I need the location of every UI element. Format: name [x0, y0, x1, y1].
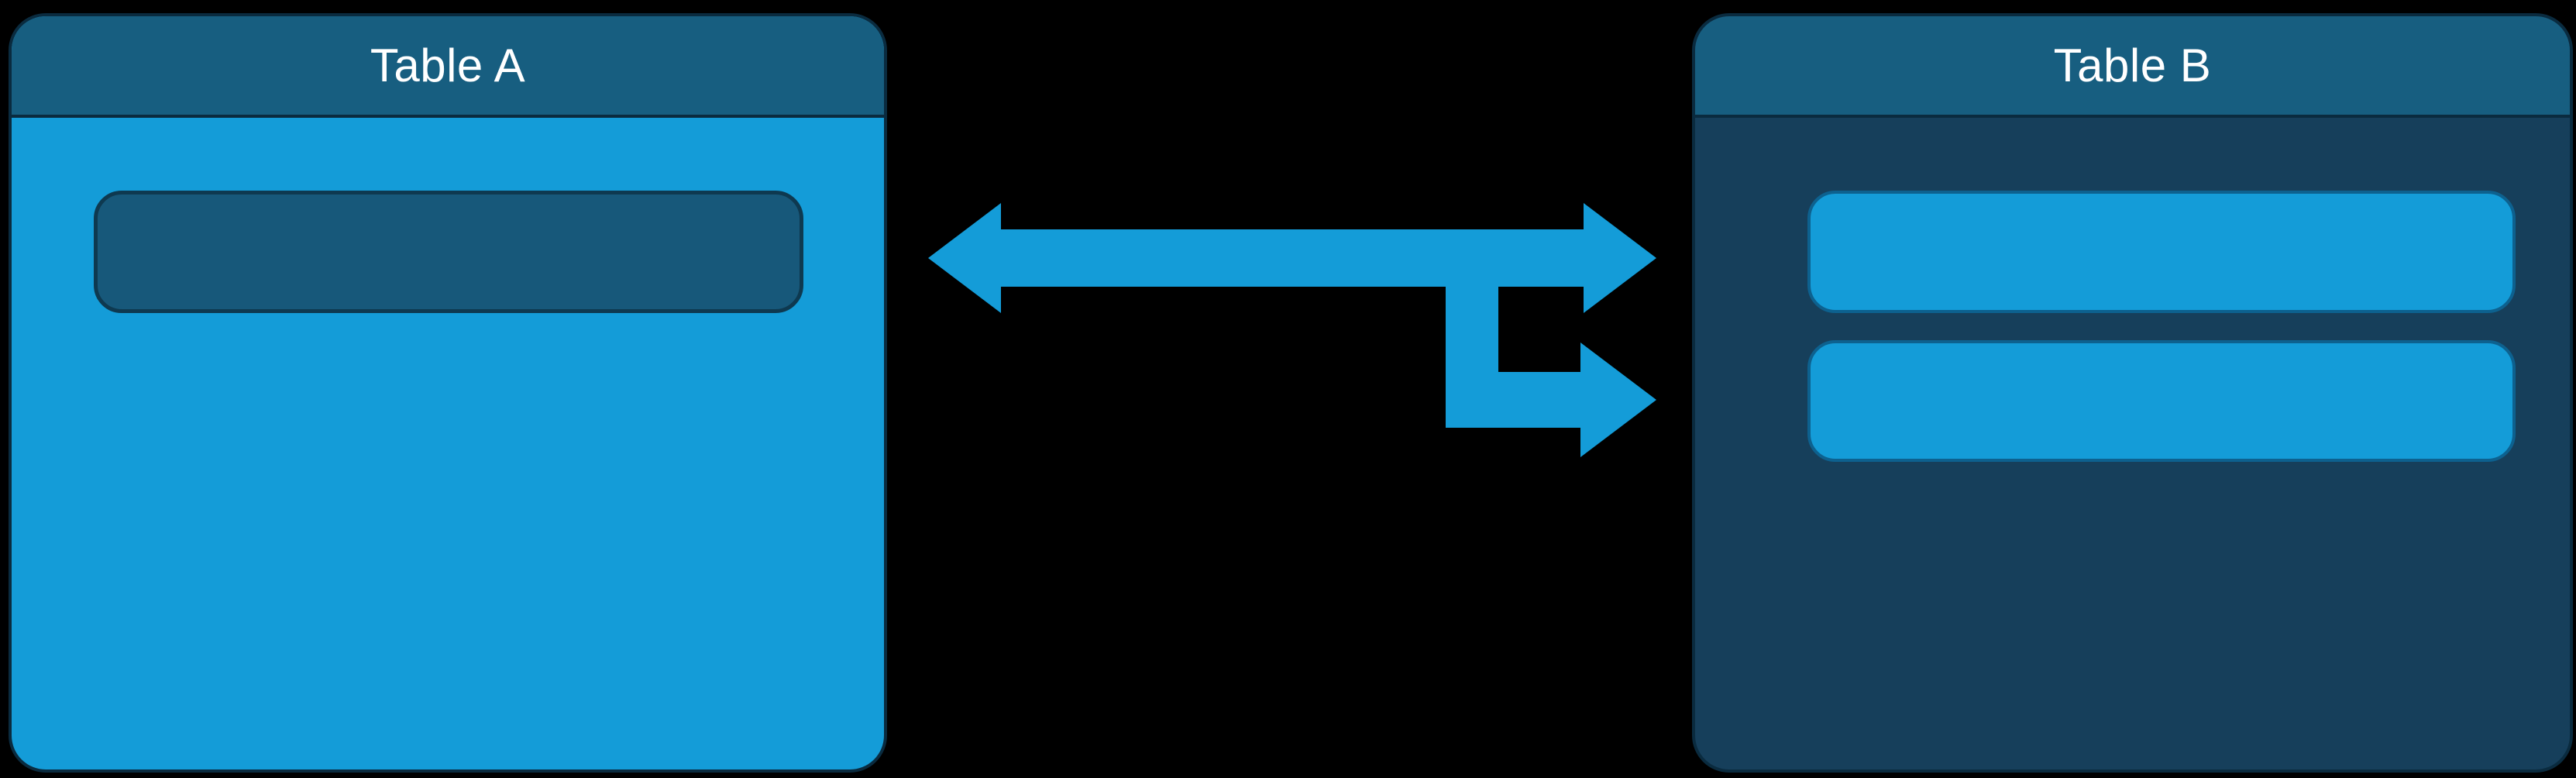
elbow-arrow-icon	[1446, 287, 1656, 457]
table-a-field-1	[94, 191, 803, 313]
table-a-title: Table A	[370, 40, 526, 91]
bidirectional-arrow-icon	[928, 203, 1656, 313]
table-b-field-1	[1807, 191, 2516, 313]
table-b-title: Table B	[2053, 40, 2212, 91]
table-b: Table B	[1692, 13, 2573, 773]
table-a: Table A	[9, 13, 887, 773]
table-b-field-2	[1807, 340, 2516, 462]
table-a-header: Table A	[12, 16, 884, 118]
table-b-header: Table B	[1695, 16, 2570, 118]
